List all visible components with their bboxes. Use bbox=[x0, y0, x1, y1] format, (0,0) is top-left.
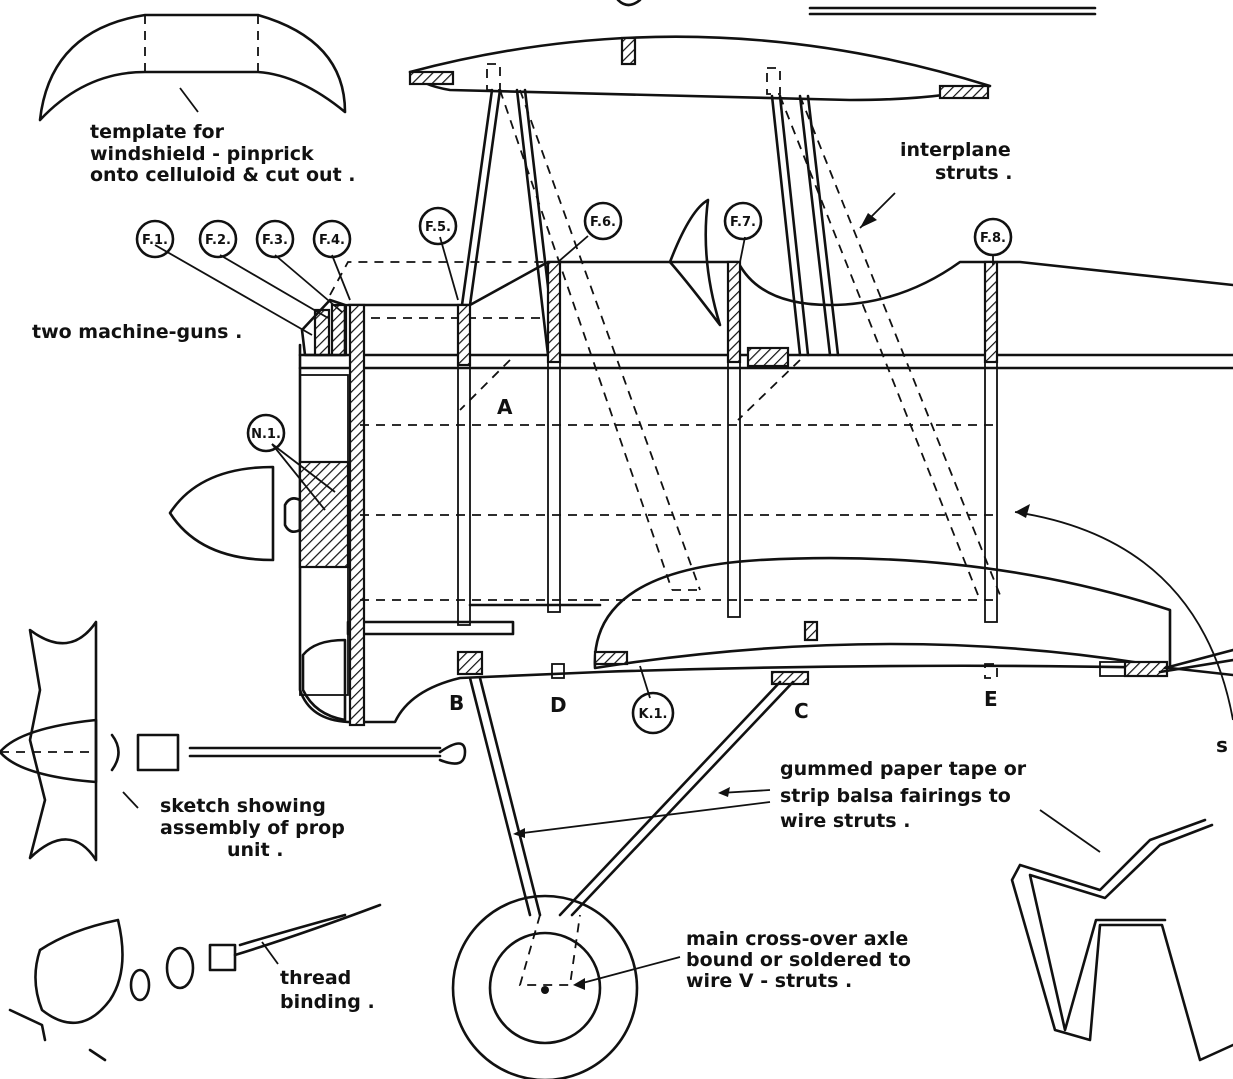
former-label-f1: F.1. bbox=[142, 233, 168, 248]
note-interplane-line-2: struts . bbox=[935, 162, 1013, 184]
note-gummed-line-2: strip balsa fairings to bbox=[780, 785, 1011, 807]
windshield-template bbox=[38, 13, 347, 122]
upper-wing bbox=[408, 35, 992, 102]
note-template-line-2: windshield - pinprick bbox=[90, 143, 314, 165]
note-template-line-3: onto celluloid & cut out . bbox=[90, 164, 356, 186]
former-label-n1: N.1. bbox=[251, 427, 281, 442]
former-label-f3: F.3. bbox=[262, 233, 288, 248]
former-label-f7: F.7. bbox=[730, 215, 756, 230]
note-axle-line-3: wire V - struts . bbox=[686, 970, 852, 992]
undercarriage bbox=[451, 676, 795, 1079]
former-label-f5: F.5. bbox=[425, 220, 451, 235]
note-axle-line-1: main cross-over axle bbox=[686, 928, 908, 950]
fuselage bbox=[298, 260, 1233, 727]
note-prop-sketch-line-2: assembly of prop bbox=[160, 817, 345, 839]
note-prop-sketch-line-1: sketch showing bbox=[160, 795, 326, 817]
station-a: A bbox=[497, 395, 513, 419]
station-e: E bbox=[984, 687, 998, 711]
station-letters: A B C D E bbox=[449, 395, 998, 723]
tail-section bbox=[1158, 648, 1233, 674]
station-b: B bbox=[449, 691, 464, 715]
v-strut-detail bbox=[1010, 809, 1233, 1062]
notes: template for windshield - pinprick onto … bbox=[32, 121, 1228, 1013]
note-thread-line-1: thread bbox=[280, 967, 351, 989]
note-template-line-1: template for bbox=[90, 121, 225, 143]
windshield bbox=[668, 198, 722, 327]
former-label-f2: F.2. bbox=[205, 233, 231, 248]
former-label-f8: F.8. bbox=[980, 231, 1006, 246]
rudder-arc bbox=[1014, 504, 1233, 721]
note-axle-line-2: bound or soldered to bbox=[686, 949, 911, 971]
lower-wing bbox=[551, 556, 1172, 686]
note-gummed-line-1: gummed paper tape or bbox=[780, 758, 1027, 780]
note-thread-line-2: binding . bbox=[280, 991, 375, 1013]
former-label-f6: F.6. bbox=[590, 215, 616, 230]
note-prop-sketch-line-3: unit . bbox=[227, 839, 283, 861]
former-tags bbox=[135, 201, 1013, 735]
former-label-f4: F.4. bbox=[319, 233, 345, 248]
formers bbox=[313, 260, 999, 727]
leader-lines bbox=[154, 192, 994, 990]
prop-assembly-sketch bbox=[0, 620, 467, 862]
stringer-ticks bbox=[360, 424, 1000, 601]
interplane-struts bbox=[459, 88, 1001, 596]
former-label-k1: K.1. bbox=[639, 707, 668, 722]
station-d: D bbox=[550, 693, 567, 717]
station-c: C bbox=[794, 699, 809, 723]
note-interplane-line-1: interplane bbox=[900, 139, 1011, 161]
former-label-texts: F.1. F.2. F.3. F.4. F.5. F.6. F.7. F.8. … bbox=[142, 215, 1006, 722]
top-edge-marks bbox=[616, 0, 1097, 16]
edge-letter-s: s bbox=[1216, 733, 1228, 757]
nose-block bbox=[168, 374, 350, 722]
thread-binding-sketch bbox=[8, 903, 382, 1062]
note-gummed-line-3: wire struts . bbox=[780, 810, 910, 832]
note-machine-guns: two machine-guns . bbox=[32, 321, 242, 343]
machine-guns bbox=[300, 298, 347, 357]
